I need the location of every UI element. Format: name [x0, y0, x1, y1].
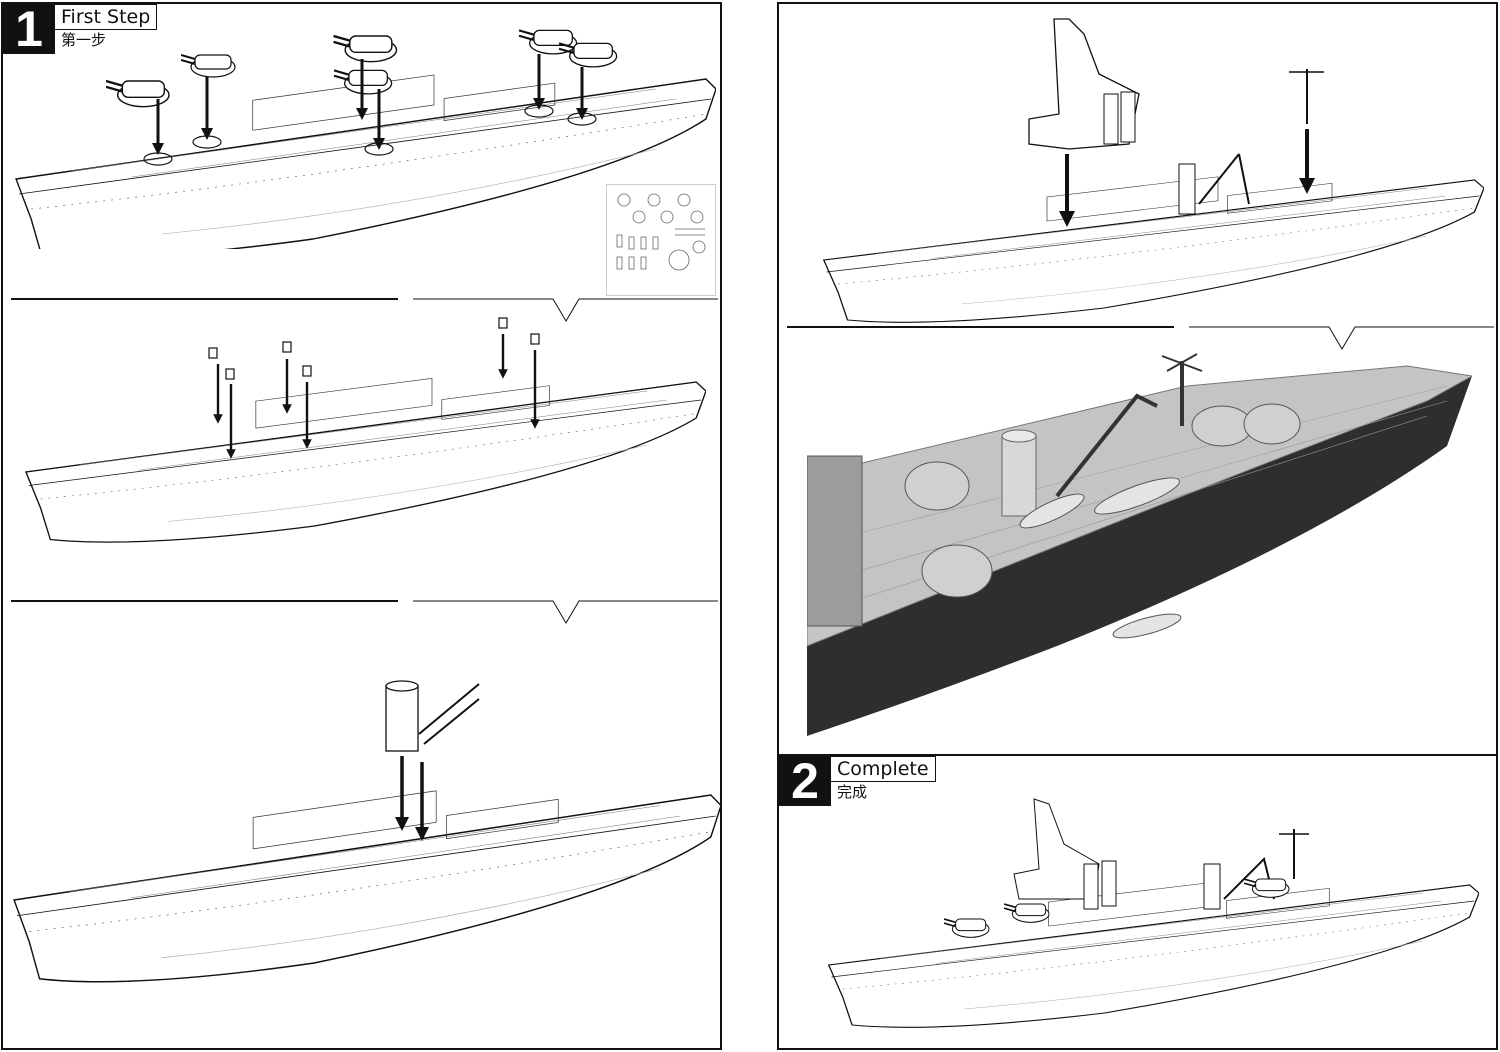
step-1-continued-panel: 2 Complete 完成 — [777, 2, 1498, 1050]
step-title: Complete — [831, 756, 936, 782]
ship-bridge-mast-diagram — [823, 18, 1484, 323]
completed-ship-diagram — [828, 798, 1479, 1028]
ship-secondary-guns-diagram — [25, 317, 706, 543]
step-number: 1 — [3, 4, 55, 54]
step-2-header: 2 Complete 完成 — [779, 756, 936, 806]
step-subtitle: 完成 — [837, 783, 868, 801]
step-divider — [11, 600, 718, 624]
section-divider — [779, 754, 1496, 756]
parts-sprue-thumbnail — [606, 184, 716, 296]
step-divider — [11, 298, 718, 322]
step-1-panel: 1 First Step 第一步 — [1, 2, 722, 1050]
ship-turret-assembly-diagram — [15, 29, 716, 249]
step-title: First Step — [55, 4, 158, 30]
sprue-parts-icon — [616, 193, 706, 271]
step-subtitle: 第一步 — [61, 31, 107, 49]
ship-closeup-render — [807, 353, 1472, 736]
step-number: 2 — [779, 756, 831, 806]
ship-funnel-crane-diagram — [13, 680, 721, 983]
step-divider — [787, 326, 1494, 350]
step-1-header: 1 First Step 第一步 — [3, 4, 158, 54]
